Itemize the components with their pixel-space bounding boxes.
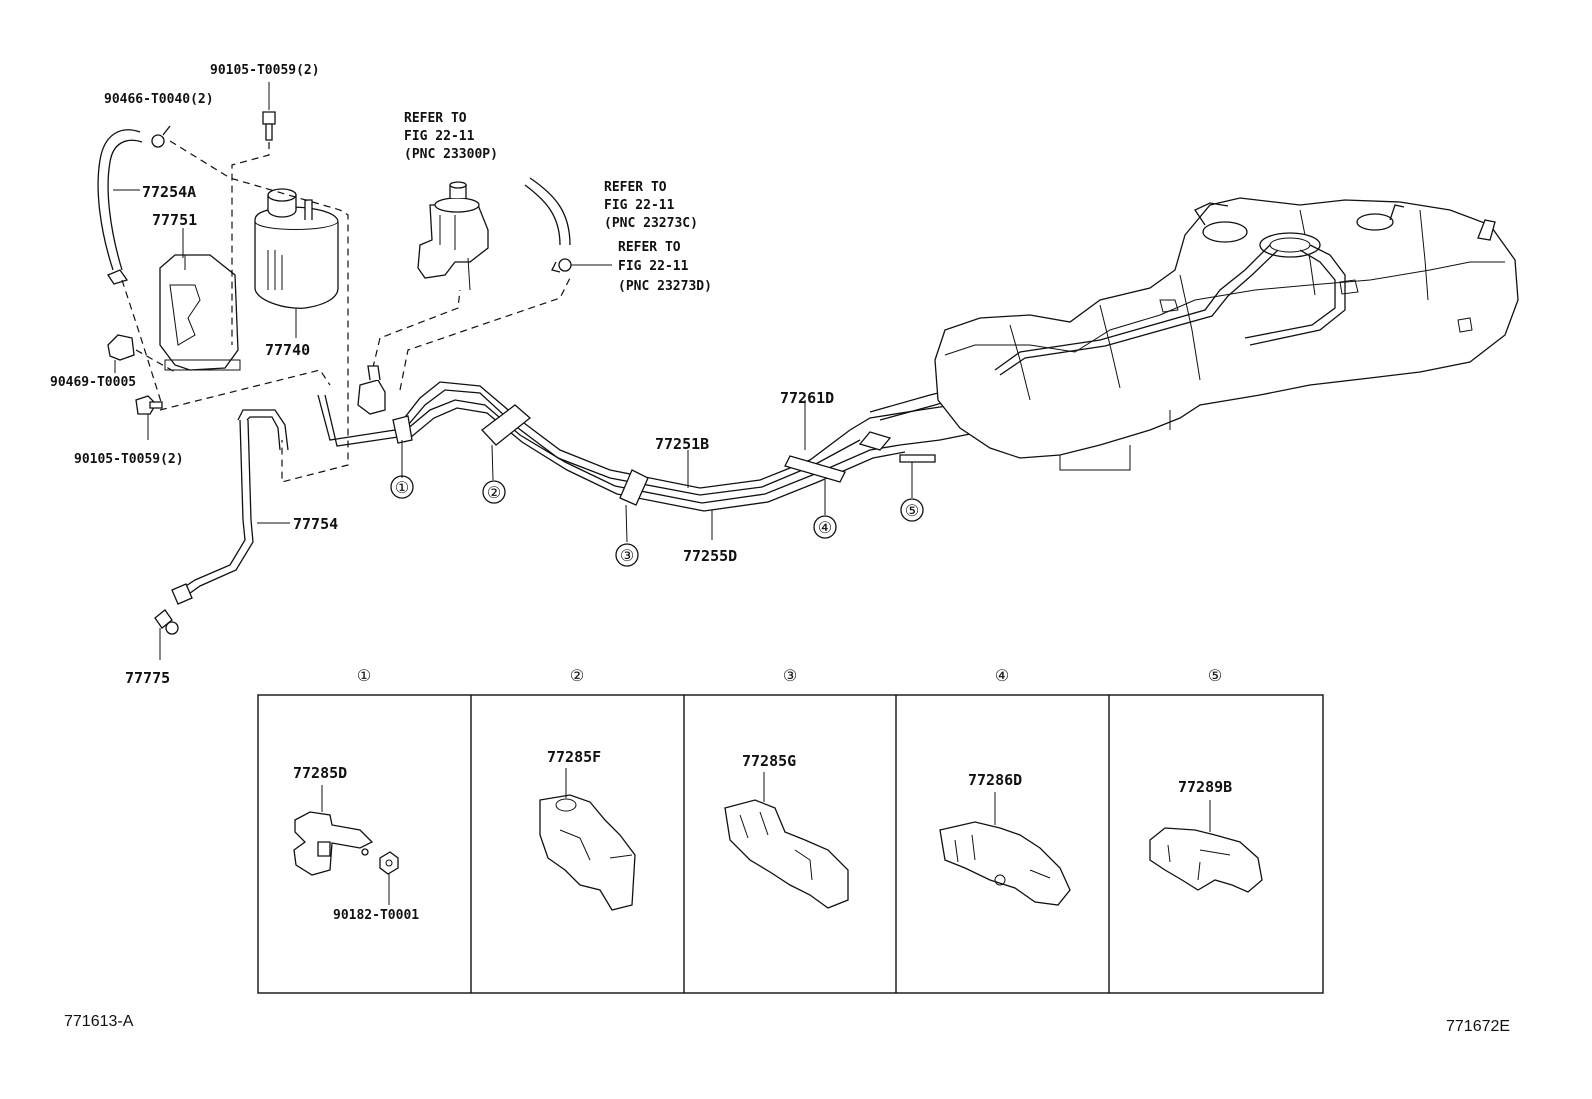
callout-4: ④ <box>818 520 832 537</box>
callout-2: ② <box>487 485 501 502</box>
clamp-77286D <box>939 792 1071 906</box>
part-labels: 90105-T0059(2) 90466-T0040(2) 77254A 777… <box>50 63 834 687</box>
connector-left <box>357 365 386 415</box>
hose-23273 <box>524 177 612 273</box>
illustration-ids: 771613-A 771672E <box>64 1013 1510 1035</box>
callout-circle-5 <box>900 498 924 522</box>
panel-3-part: 77285G <box>742 752 796 770</box>
fitting-77775 <box>154 609 179 660</box>
label-77251B: 77251B <box>655 435 709 453</box>
label-77775: 77775 <box>125 669 170 687</box>
ref1-line3: (PNC 23300P) <box>404 147 498 162</box>
clip-hose-bottom <box>107 269 129 285</box>
callout-3: ③ <box>620 548 634 565</box>
panel-5-part: 77289B <box>1178 778 1232 796</box>
label-90105-bottom: 90105-T0059(2) <box>74 452 184 467</box>
panel-1-part: 77285D <box>293 764 347 782</box>
ref3-line1: REFER TO <box>618 240 681 255</box>
illustration-id-right: 771672E <box>1446 1018 1510 1035</box>
bolt-90105-bottom <box>135 395 163 440</box>
tube-77754 <box>171 409 289 605</box>
ref1-line1: REFER TO <box>404 111 467 126</box>
canister-group <box>97 82 571 660</box>
label-90469: 90469-T0005 <box>50 375 136 390</box>
clip-90466 <box>151 125 171 148</box>
ref1-line2: FIG 22-11 <box>404 129 475 144</box>
label-90466: 90466-T0040(2) <box>104 92 214 107</box>
ref3-line3: (PNC 23273D) <box>618 279 712 294</box>
illustration-id-left: 771613-A <box>64 1013 134 1030</box>
callout-1: ① <box>395 480 409 497</box>
vsv-valve <box>417 181 489 291</box>
panel-4-part: 77286D <box>968 771 1022 789</box>
canister-77740 <box>254 188 339 338</box>
refer-notes: REFER TO FIG 22-11 (PNC 23300P) REFER TO… <box>404 111 712 294</box>
ref2-line2: FIG 22-11 <box>604 198 675 213</box>
callout-circle-2 <box>482 480 506 504</box>
clamp-77285F <box>539 768 636 911</box>
label-77740: 77740 <box>265 341 310 359</box>
callout-circle-3 <box>615 543 639 567</box>
panel-5-number: ⑤ <box>1208 668 1222 685</box>
callout-numbers: ① ② ③ ④ ⑤ <box>395 480 919 565</box>
ref3-line2: FIG 22-11 <box>618 259 689 274</box>
clamp-77285G <box>724 772 849 909</box>
panel-4-number: ④ <box>995 668 1009 685</box>
label-77261D: 77261D <box>780 389 834 407</box>
label-77751: 77751 <box>152 211 197 229</box>
panel-1-number: ① <box>357 668 371 685</box>
bolt-90105-top <box>262 82 276 141</box>
fuel-tank <box>934 197 1519 471</box>
panel-2-number: ② <box>570 668 584 685</box>
label-90105-top: 90105-T0059(2) <box>210 63 320 78</box>
clip-90469 <box>107 334 135 373</box>
callout-circles <box>390 440 924 567</box>
panel-1-extra: 90182-T0001 <box>333 908 419 923</box>
label-77754: 77754 <box>293 515 338 533</box>
clamp-77285D <box>293 785 399 905</box>
panel-3-number: ③ <box>783 668 797 685</box>
callout-circle-4 <box>813 515 837 539</box>
panel-2-part: 77285F <box>547 748 601 766</box>
callout-5: ⑤ <box>905 503 919 520</box>
hose-77254A <box>97 129 141 271</box>
label-77254A: 77254A <box>142 183 196 201</box>
ref2-line3: (PNC 23273C) <box>604 216 698 231</box>
bracket-77751 <box>159 254 241 371</box>
callout-circle-1 <box>390 475 414 499</box>
panel-labels: ① ② ③ ④ ⑤ 77285D 90182-T0001 77285F 7728… <box>293 668 1232 923</box>
clamp-77289B <box>1149 800 1263 893</box>
ref2-line1: REFER TO <box>604 180 667 195</box>
label-77255D: 77255D <box>683 547 737 565</box>
detail-panels <box>257 694 1324 994</box>
